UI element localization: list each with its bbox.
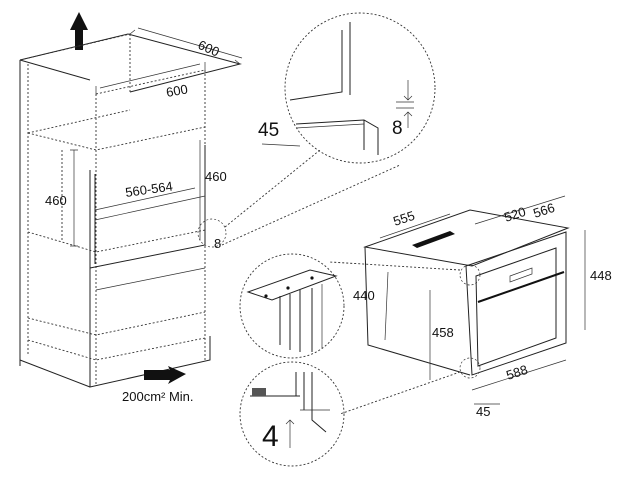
- cabinet-width-label: 600: [196, 37, 222, 60]
- cabinet-drawing: 600 600 460 460 560-564 8 200cm² Min.: [19, 12, 401, 404]
- top-detail-drawing: 45 8: [258, 12, 436, 164]
- vent-arrow-icon: [144, 366, 186, 384]
- niche-height-right-label: 460: [205, 169, 227, 184]
- oven-total-height-label: 448: [590, 268, 612, 283]
- bottom-detail-gap-label: 4: [262, 420, 279, 453]
- niche-gap-label: 8: [214, 236, 221, 251]
- oven-width-label: 566: [531, 200, 556, 221]
- oven-depth-label: 555: [391, 208, 416, 229]
- oven-bottom-detail-drawing: 4: [239, 361, 345, 467]
- oven-front-offset-label: 45: [476, 404, 490, 419]
- oven-side-height-label: 440: [353, 288, 375, 303]
- ventilation-label: 200cm² Min.: [122, 389, 194, 404]
- oven-top-detail-drawing: [239, 253, 345, 359]
- oven-inner-width-label: 520: [502, 204, 527, 225]
- exhaust-arrow-icon: [70, 12, 88, 50]
- oven-drawing: 555 520 566 440 448 458 588 45: [329, 195, 612, 419]
- cabinet-depth-label: 600: [165, 81, 189, 100]
- niche-width-label: 560-564: [124, 178, 173, 199]
- top-detail-gap-label: 8: [392, 118, 403, 139]
- niche-height-left-label: 460: [45, 193, 67, 208]
- top-detail-depth-label: 45: [258, 120, 279, 141]
- oven-door-height-label: 458: [432, 325, 454, 340]
- oven-front-width-label: 588: [504, 362, 529, 383]
